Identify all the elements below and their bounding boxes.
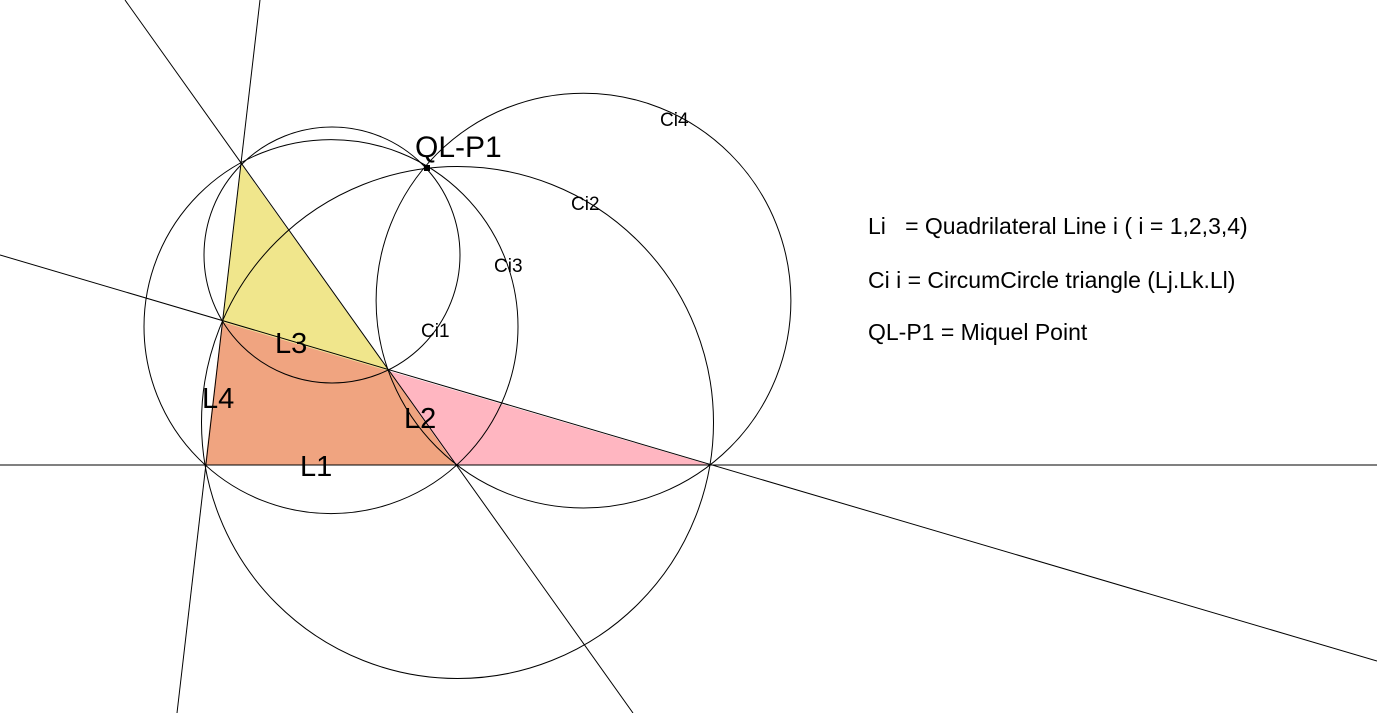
miquel-point-marker [424,165,430,171]
label-ci3: Ci3 [494,256,523,277]
circle-ci4 [375,92,792,509]
legend-miquel: QL-P1 = Miquel Point [868,319,1088,345]
label-l4: L4 [202,383,234,415]
label-ci1: Ci1 [421,321,450,342]
line-l3 [0,254,1377,662]
circle-ci3 [143,139,519,515]
yellow-region [222,164,389,371]
label-ci2: Ci2 [571,194,600,215]
label-l1: L1 [300,451,332,483]
line-l2 [124,0,634,713]
circle-ci1 [203,126,461,384]
pink-region [389,371,710,465]
label-ci4: Ci4 [660,110,689,131]
line-l4 [176,0,261,713]
legend-lines: Li = Quadrilateral Line i ( i = 1,2,3,4) [868,213,1248,239]
overlap-region [205,322,455,465]
label-l2: L2 [404,403,436,435]
label-miquel-point: QL-P1 [415,131,502,164]
legend-circles: Ci i = CircumCircle triangle (Lj.Lk.Ll) [868,267,1235,293]
label-l3: L3 [275,328,307,360]
circle-ci2 [201,166,714,679]
